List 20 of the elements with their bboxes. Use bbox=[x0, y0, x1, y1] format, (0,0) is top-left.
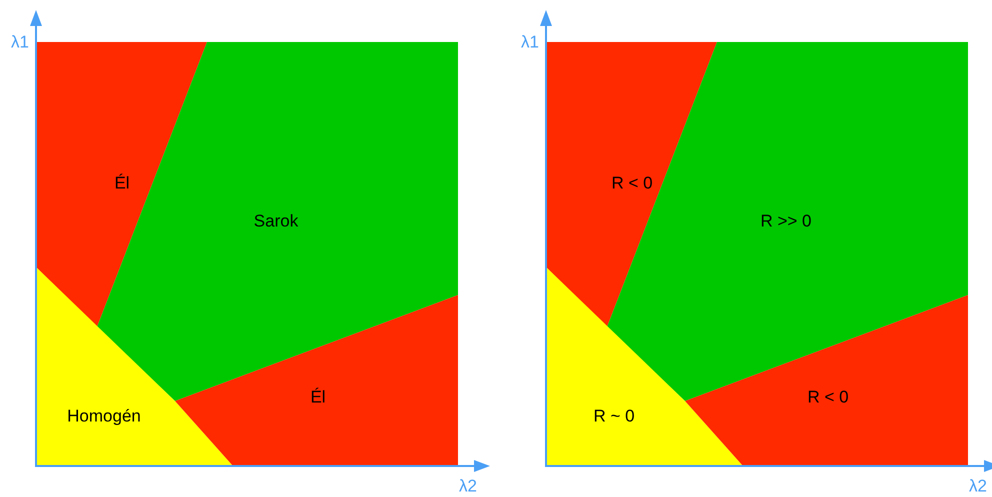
axis-label: λ2 bbox=[459, 475, 477, 497]
region bbox=[546, 42, 717, 327]
region bbox=[36, 267, 233, 466]
axis-label: λ1 bbox=[11, 31, 29, 54]
region bbox=[36, 42, 207, 327]
region bbox=[97, 42, 458, 401]
region-label: Sarok bbox=[254, 210, 298, 232]
region-label: R >> 0 bbox=[760, 210, 812, 232]
region-label: R ~ 0 bbox=[593, 405, 635, 428]
region-label: Homogén bbox=[67, 405, 141, 428]
region-label: R < 0 bbox=[807, 386, 849, 408]
axis-label: λ2 bbox=[969, 475, 987, 497]
region-label: Él bbox=[114, 172, 130, 194]
axis-label: λ1 bbox=[521, 31, 539, 54]
region bbox=[546, 267, 743, 466]
region bbox=[607, 42, 968, 401]
region bbox=[685, 295, 968, 466]
region-label: Él bbox=[310, 386, 326, 408]
region bbox=[175, 295, 458, 466]
region-label: R < 0 bbox=[611, 172, 653, 194]
